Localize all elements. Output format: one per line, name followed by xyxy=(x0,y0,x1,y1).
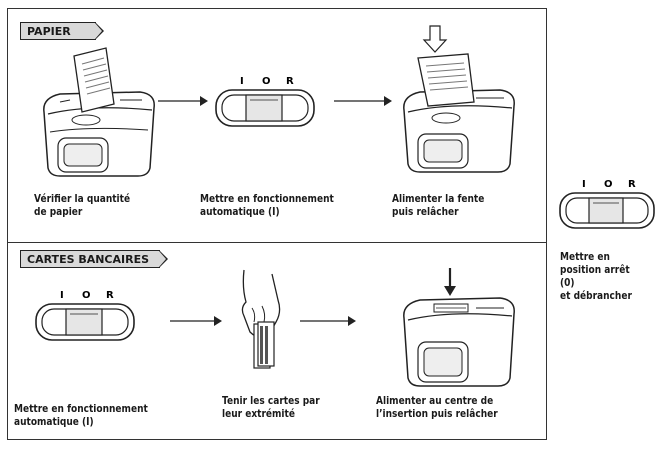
paper-step-3-caption: Alimenter la fente puis relâcher xyxy=(392,192,485,218)
switch-label-i: I xyxy=(582,179,586,190)
switch-label-o: O xyxy=(82,290,91,301)
arrow-right-icon xyxy=(158,96,208,106)
final-step-caption: Mettre en position arrêt (0) et débranch… xyxy=(560,250,632,302)
arrow-right-icon xyxy=(334,96,392,106)
hand-holding-cards-illustration xyxy=(241,269,281,369)
switch-label-o: O xyxy=(604,179,613,190)
instruction-frame xyxy=(7,8,547,440)
shredder-feeding-card-illustration xyxy=(403,268,515,387)
power-switch-off-illustration: I O R xyxy=(559,179,655,229)
card-step-1-caption: Mettre en fonctionnement automatique (I) xyxy=(14,402,148,428)
switch-label-i: I xyxy=(60,290,64,301)
paper-step-1-caption: Vérifier la quantité de papier xyxy=(34,192,131,218)
switch-label-i: I xyxy=(240,76,244,87)
switch-label-r: R xyxy=(106,290,114,301)
section-title-cards: CARTES BANCAIRES xyxy=(20,250,168,268)
shredder-with-paper-illustration xyxy=(43,47,155,177)
switch-label-r: R xyxy=(286,76,294,87)
card-step-2-caption: Tenir les cartes par leur extrémité xyxy=(222,394,320,420)
section-divider xyxy=(7,242,546,243)
arrow-right-icon xyxy=(300,316,356,326)
section-title-paper: PAPIER xyxy=(20,22,104,40)
shredder-feeding-paper-illustration xyxy=(403,25,515,173)
switch-label-o: O xyxy=(262,76,271,87)
card-step-3-caption: Alimenter au centre de l’insertion puis … xyxy=(376,394,498,420)
power-switch-illustration: I O R xyxy=(215,76,315,127)
switch-label-r: R xyxy=(628,179,636,190)
paper-step-2-caption: Mettre en fonctionnement automatique (I) xyxy=(200,192,334,218)
power-switch-illustration: I O R xyxy=(35,290,135,341)
arrow-right-icon xyxy=(170,316,222,326)
